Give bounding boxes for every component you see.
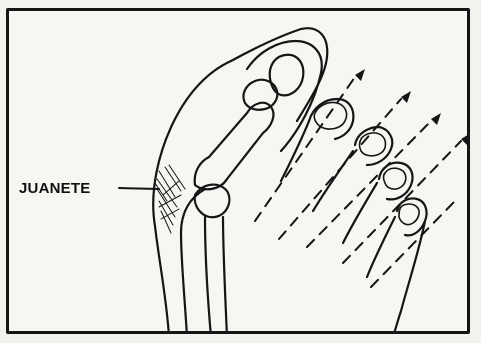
direction-arrow-5 (371, 201, 455, 287)
direction-arrows (255, 77, 461, 287)
direction-arrow-1 (255, 77, 355, 221)
lower-bone (205, 217, 227, 334)
foot-illustration (9, 11, 470, 334)
bunion-label: JUANETE (19, 180, 90, 197)
label-pointer (119, 188, 159, 189)
toe-3 (313, 127, 392, 211)
diagram-frame: JUANETE (6, 8, 470, 334)
bunion-hatching (155, 165, 185, 233)
distal-phalanx (270, 55, 304, 96)
toe-5 (367, 199, 427, 335)
foot-inner-line (181, 189, 205, 334)
metatarsal-bone (195, 103, 274, 190)
